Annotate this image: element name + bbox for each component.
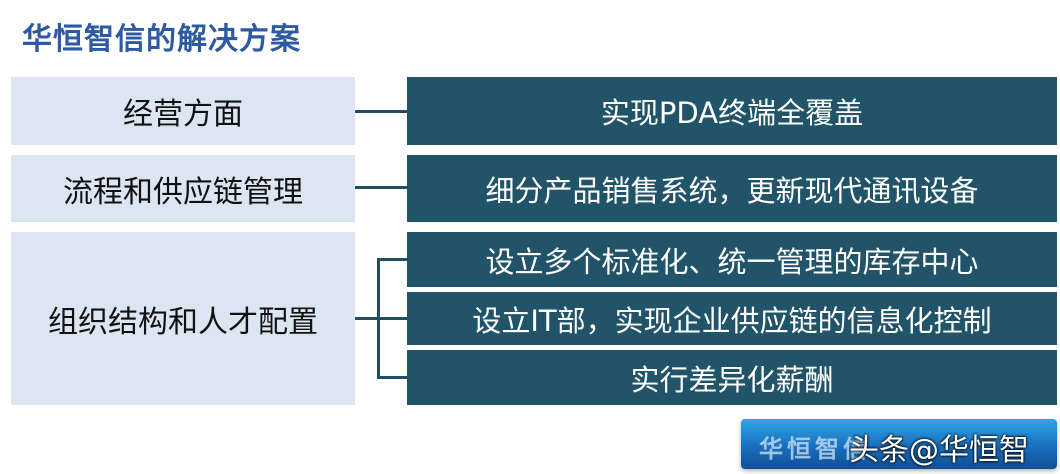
watermark-badge: 华恒智信 头条@华恒智信	[741, 419, 1057, 469]
watermark-underlay-text: 华恒智信	[759, 435, 871, 463]
solution-differentiated-pay: 实行差异化薪酬	[407, 350, 1057, 405]
bracket-branch-line	[377, 258, 407, 261]
category-operations: 经营方面	[11, 77, 355, 145]
connector-line	[355, 317, 379, 320]
solution-pda: 实现PDA终端全覆盖	[407, 77, 1057, 145]
page-title: 华恒智信的解决方案	[22, 22, 301, 57]
bracket-branch-line	[377, 376, 407, 379]
category-org-talent: 组织结构和人才配置	[11, 232, 355, 405]
solution-inventory-centers: 设立多个标准化、统一管理的库存中心	[407, 232, 1057, 287]
category-process-supply-chain: 流程和供应链管理	[11, 155, 355, 222]
solution-it-department: 设立IT部，实现企业供应链的信息化控制	[407, 292, 1057, 345]
solution-sales-system: 细分产品销售系统，更新现代通讯设备	[407, 155, 1057, 222]
connector-line	[355, 110, 407, 113]
connector-line	[355, 186, 407, 189]
watermark-overlay-text: 头条@华恒智信	[849, 433, 1029, 468]
bracket-branch-line	[377, 317, 407, 320]
